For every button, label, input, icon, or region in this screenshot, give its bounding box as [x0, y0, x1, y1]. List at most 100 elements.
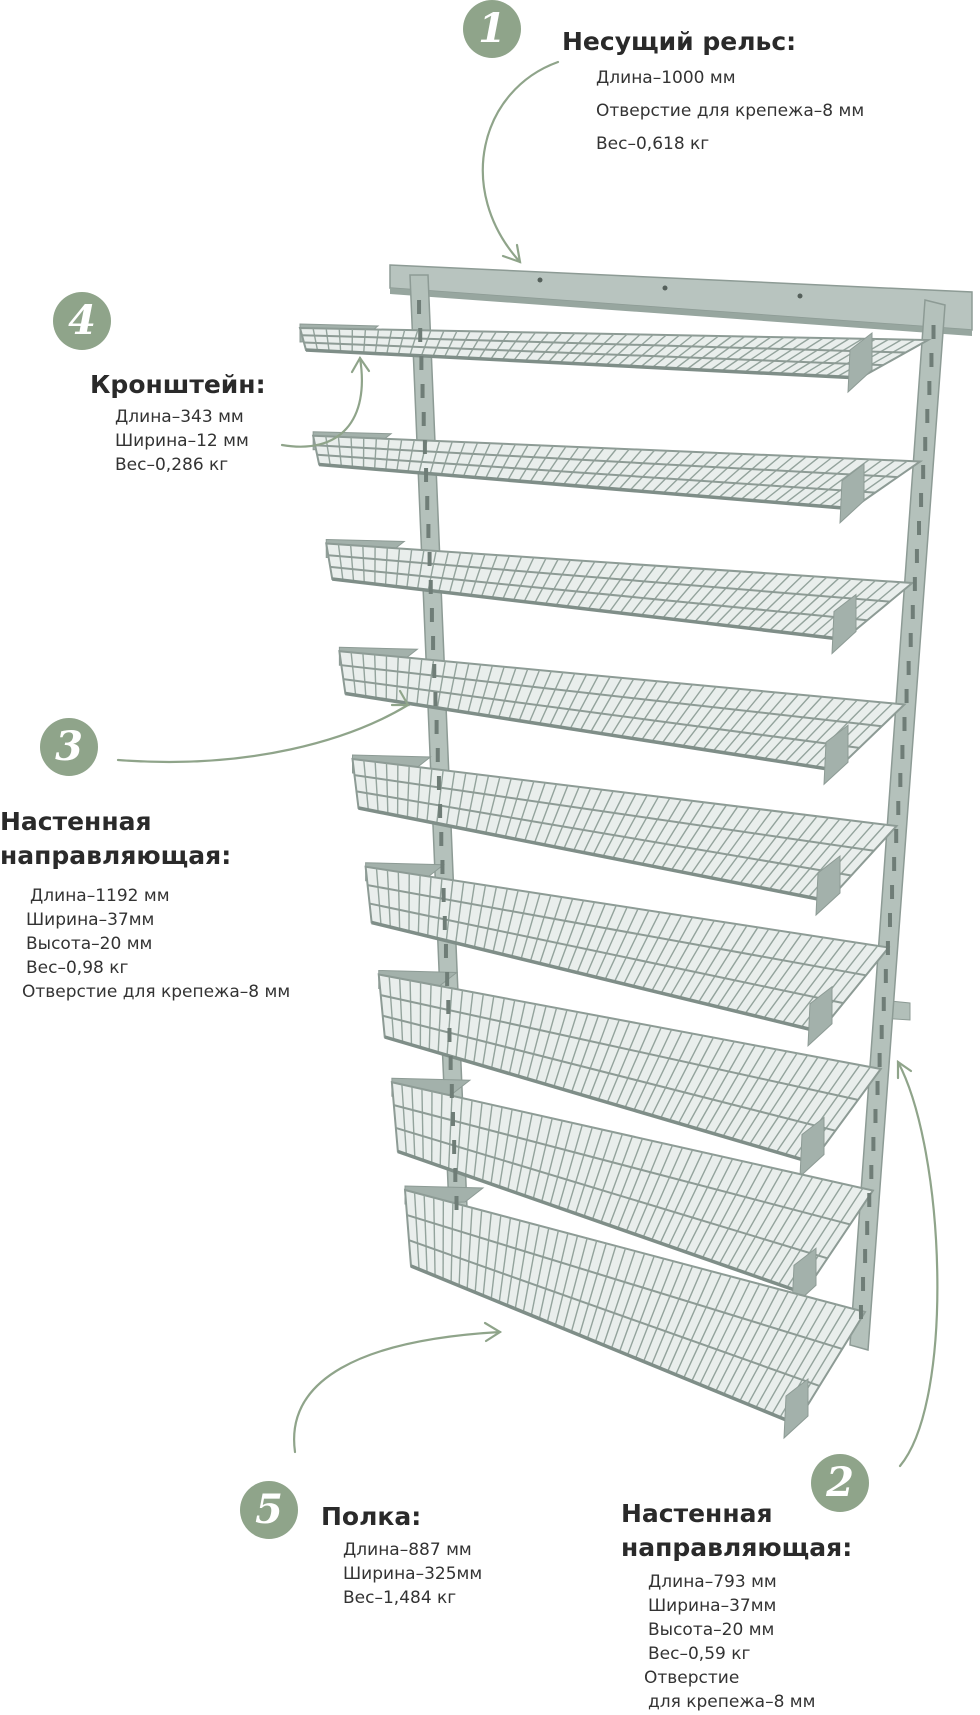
spec-weight: Вес–0,98 кг [26, 958, 129, 978]
spec-hole-cont: для крепежа–8 мм [648, 1692, 816, 1712]
upright-slot [428, 580, 433, 594]
upright-slot [427, 552, 432, 566]
upright-slot [885, 941, 890, 955]
upright-slot [906, 661, 911, 675]
upright-slot [921, 465, 926, 479]
spec-length: Длина–1000 мм [596, 68, 736, 88]
upright-slot [867, 1193, 872, 1207]
upright-slot [440, 860, 445, 874]
upright-slot [892, 857, 897, 871]
upright-slot [917, 521, 922, 535]
upright-slot [871, 1137, 876, 1151]
spec-length: Длина–793 мм [648, 1572, 777, 1592]
upright-slot [919, 493, 924, 507]
upright-slot [894, 829, 899, 843]
upright-slot [435, 748, 440, 762]
upright-slot [931, 325, 936, 339]
spec-weight: Вес–1,484 кг [343, 1588, 457, 1608]
upright-slot [433, 692, 438, 706]
spec-height: Высота–20 мм [26, 934, 153, 954]
upright-slot [425, 496, 430, 510]
upright-slot [863, 1249, 868, 1263]
callout-title-bracket: Кронштейн: [90, 370, 266, 399]
callout-arrows [116, 60, 939, 1468]
bracket [839, 462, 865, 524]
wire-shelf [298, 323, 932, 394]
upright-slot [904, 689, 909, 703]
upright-slot [424, 468, 429, 482]
callout-badge-4: 4 [53, 292, 111, 350]
upright-slot [925, 409, 930, 423]
bracket [823, 724, 849, 786]
upright-slot [429, 608, 434, 622]
wire-shelf [377, 969, 883, 1178]
wire-shelf [351, 754, 899, 917]
arrow-1-head [501, 243, 522, 264]
arrow-3-head [390, 689, 410, 707]
wire-shelf [311, 431, 924, 524]
callout-specs-shelf: Длина–887 мм Ширина–325мм Вес–1,484 кг [343, 1538, 482, 1610]
bracket [807, 985, 833, 1047]
upright-slot [439, 832, 444, 846]
rail-hole [662, 285, 668, 291]
upright-slot [875, 1081, 880, 1095]
spec-length: Длина–1192 мм [30, 886, 170, 906]
upright-slot [441, 888, 446, 902]
upright-slot [448, 1056, 453, 1070]
upright-slot [442, 916, 447, 930]
wall-upright-right [849, 299, 946, 1351]
callout-title-wall-track-short: Настенная направляющая: [621, 1499, 853, 1562]
upright-slot [914, 549, 919, 563]
upright-slot [900, 745, 905, 759]
upright-slot [445, 972, 450, 986]
upright-slot [865, 1221, 870, 1235]
spec-width: Ширина–325мм [343, 1564, 483, 1584]
upright-slots [417, 300, 936, 1319]
callout-badge-3: 3 [40, 718, 98, 776]
upright-slot [450, 1112, 455, 1126]
arrow-4-head [350, 355, 371, 374]
arrow-1 [481, 60, 560, 264]
upright-slot [910, 605, 915, 619]
upright-slot [421, 412, 426, 426]
upright-slot [434, 720, 439, 734]
upright-slot [432, 664, 437, 678]
upright-slot [858, 1305, 863, 1319]
spec-width: Ширина–12 мм [115, 431, 249, 451]
upright-slot [902, 717, 907, 731]
bracket [847, 331, 873, 394]
arrow-5-head [483, 1321, 503, 1343]
callout-specs-bracket: Длина–343 мм Ширина–12 мм Вес–0,286 кг [115, 405, 249, 477]
callout-specs-wall-track-short: Длина–793 мм Ширина–37мм Высота–20 мм Ве… [644, 1570, 815, 1714]
spec-hole: Отверстие [644, 1668, 740, 1688]
callout-title-rail: Несущий рельс: [562, 27, 797, 56]
callout-specs-rail: Длина–1000 мм Отверстие для крепежа–8 мм… [596, 62, 864, 161]
arrow-5 [293, 1330, 502, 1454]
callout-title-shelf: Полка: [321, 1502, 422, 1531]
upright-slot [927, 381, 932, 395]
upright-slot [908, 633, 913, 647]
arrow-2-head [896, 1059, 913, 1080]
callout-badge-2: 2 [811, 1454, 869, 1512]
callout-badge-1: 1 [463, 0, 521, 58]
callout-title-wall-track-long: Настенная направляющая: [0, 807, 232, 870]
wire-shelf [403, 1185, 867, 1440]
upright-slot [883, 969, 888, 983]
upright-slot [923, 437, 928, 451]
upright-slot [449, 1084, 454, 1098]
upright-slot [419, 356, 424, 370]
upright-slot [426, 524, 431, 538]
spec-width: Ширина–37мм [26, 910, 155, 930]
upright-slot [929, 353, 934, 367]
spec-weight: Вес–0,618 кг [596, 134, 710, 154]
bracket [815, 854, 841, 917]
upright-slot [877, 1053, 882, 1067]
upright-slot [436, 776, 441, 790]
bracket [799, 1116, 825, 1178]
upright-slot [418, 328, 423, 342]
spec-length: Длина–887 мм [343, 1540, 472, 1560]
upright-slot [879, 1025, 884, 1039]
spec-length: Длина–343 мм [115, 407, 244, 427]
arrow-2 [896, 1060, 939, 1468]
upright-slot [861, 1277, 866, 1291]
